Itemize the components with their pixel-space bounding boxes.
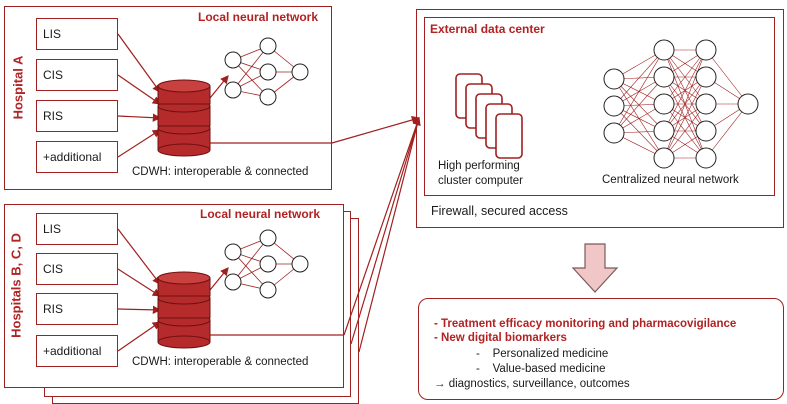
network-node: [737, 93, 759, 115]
network-node: [653, 147, 675, 169]
hospital-a-system-additional: +additional: [36, 141, 118, 173]
hospitals-bcd-connectors: [117, 228, 229, 352]
hospitals-bcd-warehouse-caption: CDWH: interoperable & connected: [132, 356, 309, 368]
outcome-diagnostics: → diagnostics, surveillance, outcomes: [434, 378, 630, 390]
network-node: [695, 147, 717, 169]
hospital-a-network-title: Local neural network: [198, 10, 319, 24]
hospitals-bcd-system-additional: +additional: [36, 335, 118, 367]
hospital-a-system-lis: LIS: [36, 18, 118, 50]
hospitals-bcd-database-icon: [157, 271, 211, 349]
network-node: [603, 122, 625, 144]
network-node: [653, 93, 675, 115]
network-node: [695, 39, 717, 61]
network-node: [603, 95, 625, 117]
cluster-caption-line-1: High performing: [438, 160, 520, 172]
hospital-a-system-ris: RIS: [36, 100, 118, 132]
network-node: [653, 39, 675, 61]
outcome-digital-biomarkers: - New digital biomarkers: [434, 332, 567, 344]
hospitals-bcd-system-ris: RIS: [36, 293, 118, 325]
hospital-a-neural-network-icon: [224, 37, 309, 106]
network-node: [695, 120, 717, 142]
outcome-value-based-medicine: - Value-based medicine: [476, 363, 606, 375]
network-node: [603, 68, 625, 90]
centralized-network-caption: Centralized neural network: [602, 174, 739, 186]
hospital-a-database-icon: [157, 79, 211, 157]
data-flow-arrows: [210, 115, 421, 353]
outcomes-box: [418, 298, 784, 400]
hospitals-bcd-system-cis: CIS: [36, 253, 118, 285]
hospital-a-warehouse-caption: CDWH: interoperable & connected: [132, 166, 309, 178]
centralized-neural-network-icon: [603, 39, 759, 169]
outcome-personalized-medicine: - Personalized medicine: [476, 348, 609, 360]
outcome-treatment-efficacy: - Treatment efficacy monitoring and phar…: [434, 318, 737, 330]
hospital-a-connectors: [117, 33, 229, 158]
hospitals-bcd-neural-network-icon: [224, 229, 309, 299]
network-node: [653, 120, 675, 142]
network-node: [695, 66, 717, 88]
hospital-a-system-cis: CIS: [36, 59, 118, 91]
external-title: External data center: [430, 22, 545, 36]
cluster-computer-icon: [455, 73, 523, 159]
firewall-label: Firewall, secured access: [431, 204, 568, 218]
hospitals-bcd-network-title: Local neural network: [200, 207, 321, 221]
network-node: [653, 66, 675, 88]
network-node: [695, 93, 717, 115]
cluster-caption-line-2: cluster computer: [438, 175, 524, 187]
down-arrow-icon: [571, 243, 619, 293]
hospitals-bcd-system-lis: LIS: [36, 213, 118, 245]
